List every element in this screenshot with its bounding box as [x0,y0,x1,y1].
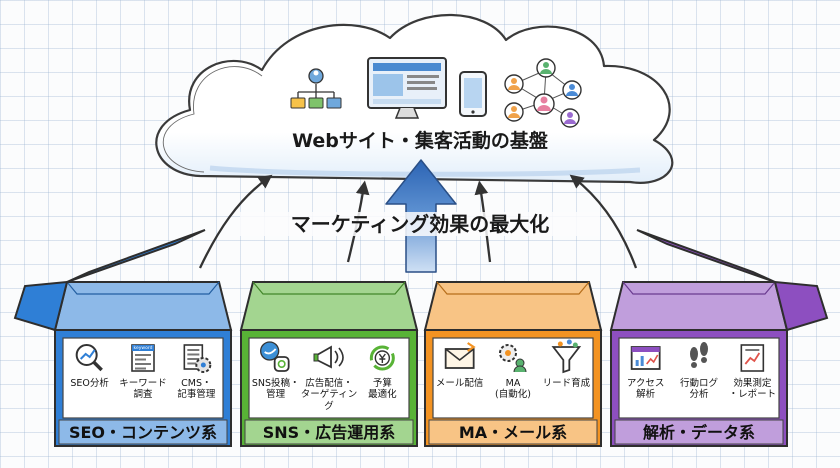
box-interior [609,281,789,331]
item-label: 広告配信・ ターゲティング [300,378,358,412]
box-interior [423,281,603,331]
box-title-strip [244,419,414,445]
item-label: CMS・ 記事管理 [177,378,216,401]
item-label: アクセス 解析 [626,378,665,401]
category-title: SNS・広告運用系 [262,423,396,442]
badge: keyword [134,345,153,351]
people-network-icon [504,58,582,128]
category-box-4 [609,229,829,447]
keyword-document-icon: keyword [131,344,155,372]
report-icon [740,344,765,372]
box-title-strip [58,419,228,445]
footprints-icon [690,342,708,368]
box-lid [13,229,206,332]
center-label: マーケティング効果の最大化 [240,212,600,236]
sns-twitter-instagram-icon [260,341,290,372]
item-label: リード育成 [542,378,591,389]
magnifier-chart-icon [75,344,103,372]
gear-person-icon [499,344,527,373]
item-label: 予算 最適化 [368,378,397,401]
item-label: 行動ログ 分析 [679,378,718,401]
analytics-dashboard-icon [630,346,661,370]
cms-gear-document-icon [183,344,212,373]
category-box-3 [423,281,603,447]
item-label: SNS投稿・ 管理 [251,378,300,401]
box-interior [239,281,419,331]
funnel-icon [551,339,582,374]
item-label: MA (自動化) [495,378,531,401]
box-title-strip [614,419,784,445]
category-box-2 [239,281,419,447]
megaphone-icon [313,345,344,369]
org-chart-icon [290,68,342,109]
monitor-icon [367,57,447,119]
box-interior [53,281,233,331]
category-box-1: keyword [13,229,233,447]
category-title: SEO・コンテンツ系 [68,423,218,442]
category-title: 解析・データ系 [642,423,755,442]
item-label: SEO分析 [70,378,109,389]
category-title: MA・メール系 [458,423,568,442]
box-lid [636,229,829,332]
box-title-strip [428,419,598,445]
envelope-icon [444,342,476,369]
item-label: メール配信 [435,378,484,389]
yen-cycle-icon [369,345,395,371]
smartphone-icon [459,71,487,117]
item-label: キーワード 調査 [119,378,167,401]
cloud-title: Webサイト・集客活動の基盤 [292,130,548,152]
item-label: 効果測定 ・レポート [728,378,777,401]
